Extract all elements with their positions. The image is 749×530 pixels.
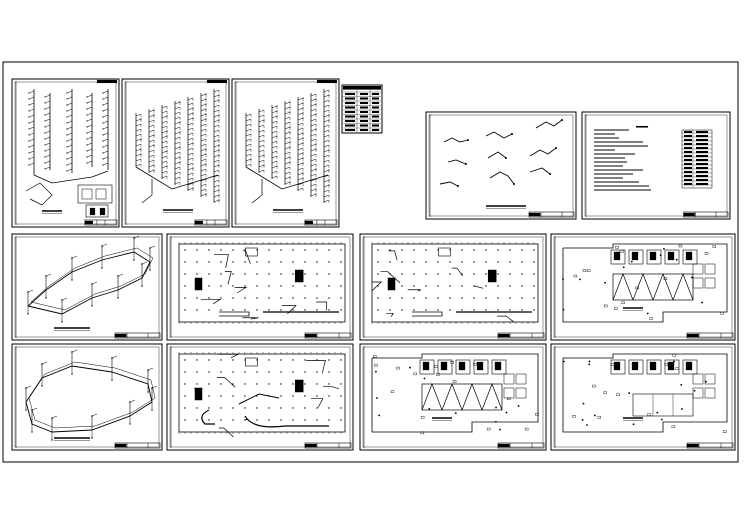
sheet-title-block [125, 81, 228, 226]
sheet-inner-border [428, 114, 574, 217]
drawing-sheets [11, 78, 736, 451]
sheet-border [581, 111, 731, 220]
sheet-border [359, 343, 547, 451]
sheet-iso-system-2 [11, 343, 163, 451]
sheet-plan-floor-3 [550, 343, 736, 451]
sheet-title-block [170, 346, 352, 449]
sheet-inner-border [14, 81, 117, 225]
sheet-inner-border [169, 236, 351, 338]
sheet-content [439, 119, 563, 209]
sheet-title-block [15, 81, 118, 226]
sheet-inner-border [362, 236, 544, 338]
sheet-title-block [429, 114, 575, 218]
sheet-border [11, 343, 163, 451]
sheet-content [245, 89, 330, 213]
sheet-border [425, 111, 577, 220]
sheet-riser-2 [121, 78, 230, 228]
sheet-title-block [15, 236, 161, 339]
sheet-border [231, 78, 340, 228]
sheet-content [562, 243, 728, 323]
sheet-border [11, 233, 163, 341]
sheet-plan-floor-1 [550, 233, 736, 341]
sheet-inner-border [553, 236, 733, 338]
sheet-content [371, 242, 539, 324]
sheet-title-block [554, 236, 734, 339]
sheet-content [343, 86, 381, 132]
sheet-content [594, 125, 713, 191]
sheet-content [27, 235, 156, 331]
sheet-inner-border [234, 81, 337, 225]
sheet-inner-border [169, 346, 351, 448]
outer-frame [2, 61, 739, 463]
sheet-inner-border [14, 236, 160, 338]
sheet-content [178, 352, 346, 438]
sheet-title-block [363, 236, 545, 339]
sheet-schedule-table [341, 84, 383, 134]
sheet-content [135, 89, 220, 213]
sheet-riser-3 [231, 78, 340, 228]
sheet-title-block [15, 346, 161, 449]
sheet-title-block [554, 346, 734, 449]
sheet-inner-border [584, 114, 728, 217]
sheet-border [121, 78, 230, 228]
sheet-details [425, 111, 577, 220]
sheet-title-block [235, 81, 338, 226]
sheet-title-block [585, 114, 729, 218]
sheet-plan-basement-2 [359, 233, 547, 341]
sheet-title-block [170, 236, 352, 339]
sheet-riser-1 [11, 78, 120, 228]
sheet-plan-basement-1 [166, 233, 354, 341]
sheet-inner-border [553, 346, 733, 448]
sheet-plan-basement-3 [166, 343, 354, 451]
sheet-border [11, 78, 120, 228]
sheet-inner-border [124, 81, 227, 225]
sheet-inner-border [14, 346, 160, 448]
sheet-plan-floor-2 [359, 343, 547, 451]
sheet-content [371, 353, 539, 435]
sheet-content [25, 89, 113, 218]
sheet-iso-system-1 [11, 233, 163, 341]
sheet-content [25, 349, 158, 441]
sheet-title-block [363, 346, 545, 449]
sheet-inner-border [362, 346, 544, 448]
sheet-design-notes [581, 111, 731, 220]
sheet-content [562, 353, 728, 433]
sheet-content [178, 242, 346, 324]
